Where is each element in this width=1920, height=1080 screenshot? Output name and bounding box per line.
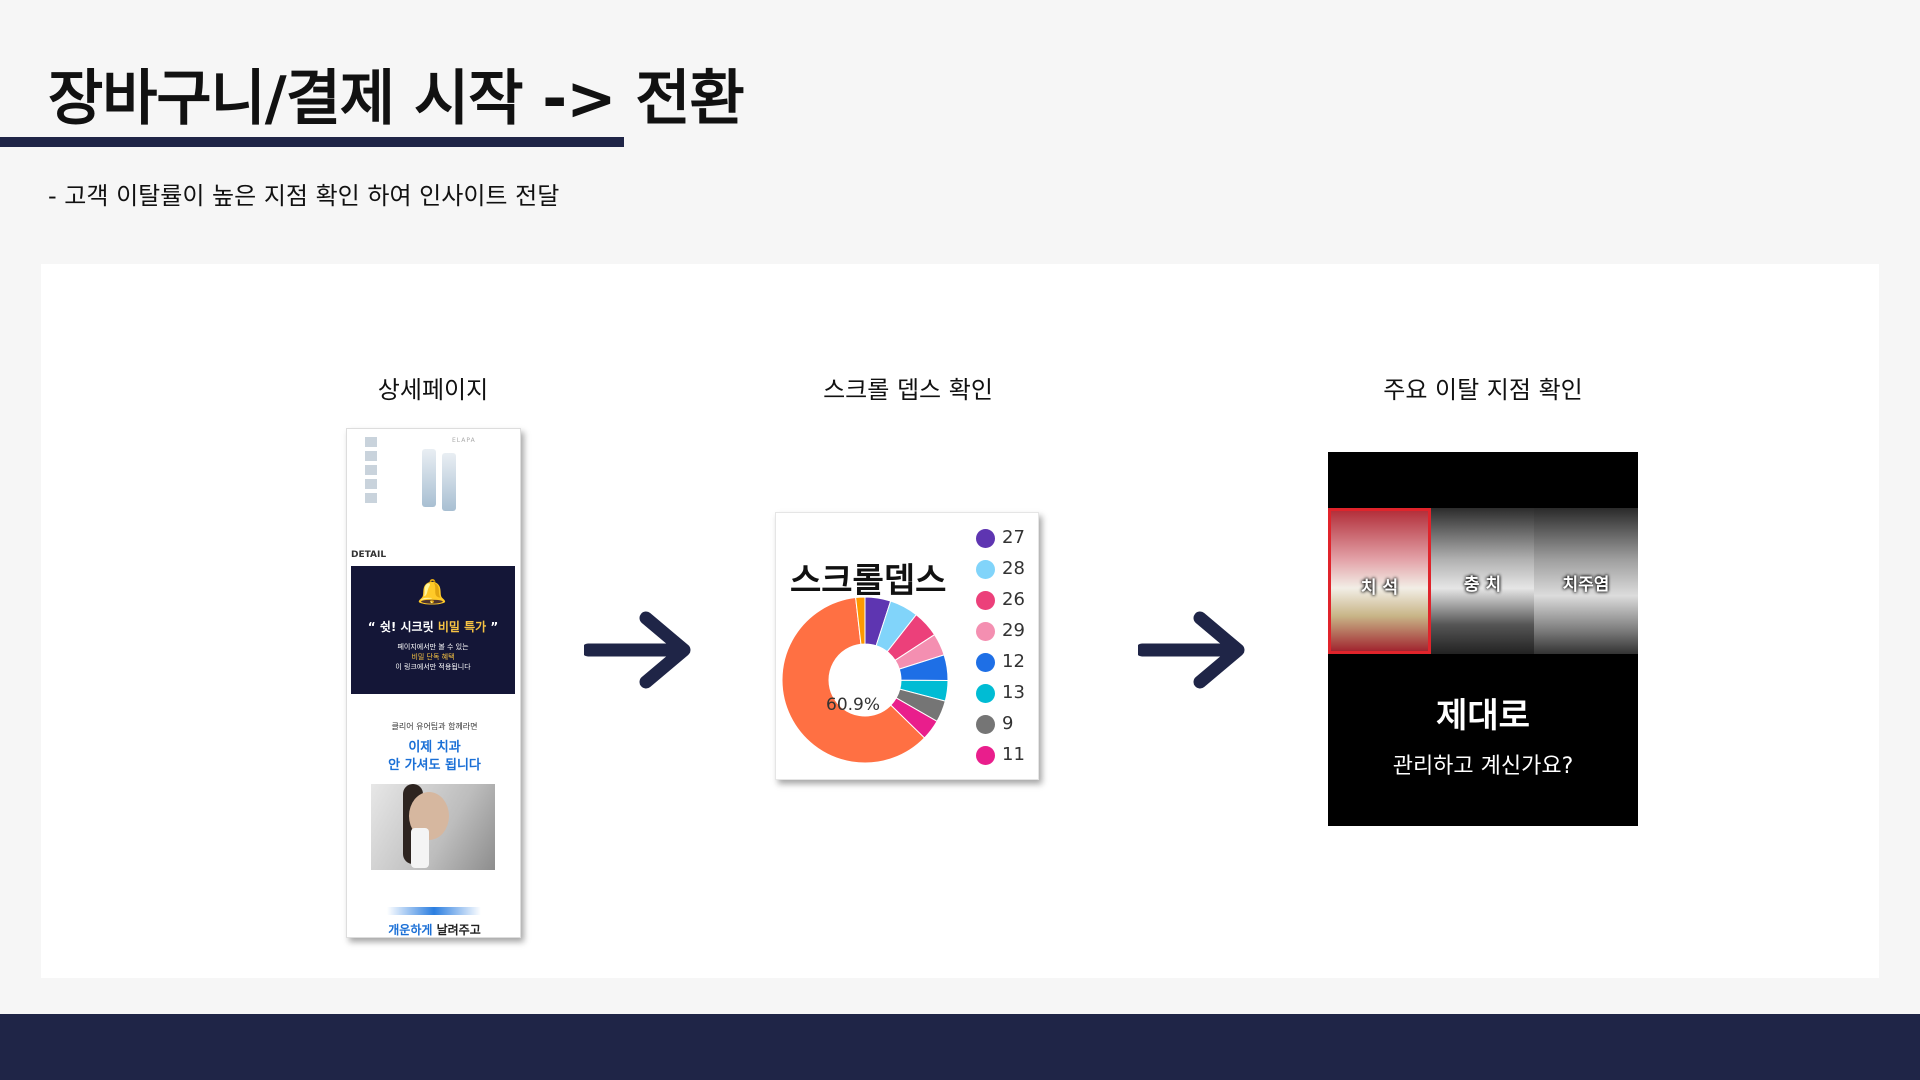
legend-swatch [976,715,995,734]
intro-small-text: 클리어 유어팁과 함께라면 [391,722,478,731]
image-headline: 제대로 [1436,696,1530,736]
legend-swatch [976,653,995,672]
chart-legend: 27 28 26 29 12 13 9 11 [976,527,1036,775]
legend-label: 9 [1002,713,1014,734]
legend-swatch [976,560,995,579]
footer-bar [0,1014,1920,1080]
title-underline [0,137,624,147]
legend-item: 29 [976,620,1036,651]
donut-center-label: 60.9% [826,695,880,715]
teeth-photo-tartar: 치 석 [1328,508,1431,654]
legend-swatch [976,622,995,641]
legend-item: 9 [976,713,1036,744]
image-subline: 관리하고 계신가요? [1392,754,1574,779]
legend-item: 12 [976,651,1036,682]
divider-bar [387,907,481,915]
legend-item: 13 [976,682,1036,713]
teeth-photo-cavity: 충 치 [1431,508,1534,654]
arrow-right-icon [1138,611,1245,689]
bottom-headline: 개운하게 날려주고 [388,923,481,937]
legend-item: 26 [976,589,1036,620]
legend-item: 28 [976,558,1036,589]
product-image [422,449,436,507]
legend-item: 27 [976,527,1036,558]
teeth-label: 치 석 [1360,578,1399,598]
donut-slice [855,596,866,645]
step-label-scroll-depth: 스크롤 뎁스 확인 [823,376,993,404]
detail-page-thumbnail: ELAPA DETAIL 🔔 “ 쉿! 시크릿 비밀 특가 ” 페이지에서만 볼… [346,428,521,938]
legend-label: 26 [1002,589,1025,610]
legend-item: 11 [976,744,1036,775]
bell-icon: 🔔 [417,578,447,606]
brand-logo: ELAPA [452,437,476,444]
legend-label: 27 [1002,527,1025,548]
step-label-exit-point: 주요 이탈 지점 확인 [1383,376,1583,404]
step-label-detail: 상세페이지 [377,376,489,404]
teeth-label: 치주염 [1562,575,1610,595]
scroll-depth-chart: 스크롤뎁스 60.9% 27 28 26 29 12 13 9 11 [775,512,1039,780]
legend-label: 13 [1002,682,1025,703]
exit-point-image: 치 석 충 치 치주염 제대로 관리하고 계신가요? [1328,452,1638,826]
chart-title: 스크롤뎁스 [790,561,947,601]
legend-swatch [976,529,995,548]
legend-swatch [976,684,995,703]
page-subtitle: - 고객 이탈률이 높은 지점 확인 하여 인사이트 전달 [48,182,560,210]
page-title: 장바구니/결제 시작 -> 전환 [48,64,745,134]
donut-slice [781,596,926,764]
product-image [442,453,456,511]
intro-headline: 이제 치과 안 가셔도 됩니다 [388,740,481,773]
legend-label: 12 [1002,651,1025,672]
legend-label: 28 [1002,558,1025,579]
thumbnail-strip [365,437,377,507]
model-photo [371,784,495,870]
arrow-right-icon [584,611,691,689]
promo-banner: 🔔 “ 쉿! 시크릿 비밀 특가 ” 페이지에서만 볼 수 있는 비밀 단독 혜… [351,566,515,694]
legend-label: 29 [1002,620,1025,641]
teeth-label: 충 치 [1463,575,1502,595]
promo-title: “ 쉿! 시크릿 비밀 특가 ” [367,620,499,634]
teeth-photo-periodontitis: 치주염 [1534,508,1638,654]
legend-label: 11 [1002,744,1025,765]
donut-chart: 60.9% [781,596,949,764]
detail-section-label: DETAIL [351,550,387,560]
legend-swatch [976,591,995,610]
promo-subtext: 페이지에서만 볼 수 있는 비밀 단독 혜택 이 링크에서만 적용됩니다 [395,643,471,671]
legend-swatch [976,746,995,765]
